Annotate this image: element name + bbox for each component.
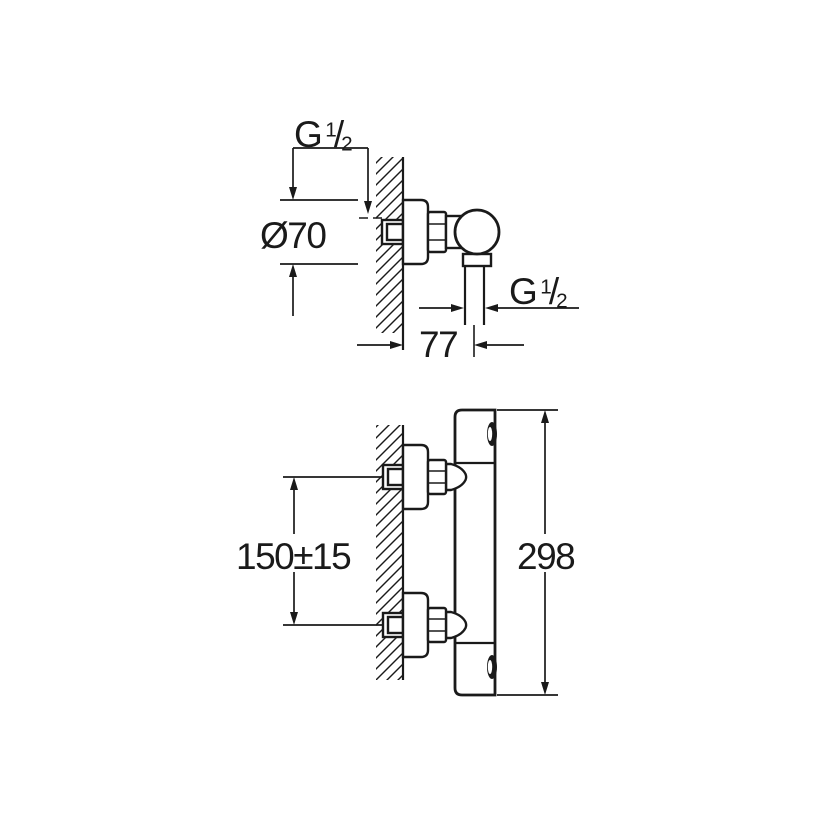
inlet-fitting-top — [381, 463, 405, 491]
dim-rosette-diameter — [280, 199, 358, 316]
thread-size-denominator: 2 — [341, 132, 353, 156]
union-cone-top — [444, 462, 468, 492]
outlet-pipe — [463, 266, 486, 325]
dim-inlet-spacing — [290, 477, 298, 625]
dim-label-body-height: 298 — [517, 536, 576, 577]
dim-label-inlet-spacing: 150±15 — [236, 536, 352, 577]
dim-label-rosette-diameter: Ø70 — [260, 215, 327, 256]
union-nut-top — [426, 458, 448, 496]
escutcheon — [401, 198, 430, 266]
thread-size-numerator: 1 — [540, 275, 552, 299]
thread-size-prefix: G — [509, 271, 538, 312]
escutcheon-top — [401, 443, 430, 511]
dim-inlet-spacing-extensions — [283, 476, 383, 626]
thermostat-body — [453, 408, 497, 697]
handle-edge-top — [487, 422, 497, 446]
handle-edge-bottom — [487, 655, 497, 679]
thread-size-denominator: 2 — [556, 289, 568, 313]
side-view-drawing — [280, 147, 579, 357]
dim-wall-to-outlet — [357, 341, 524, 349]
union-nut — [426, 210, 448, 254]
fraction-slash: / — [333, 114, 345, 155]
wall-hatch-lower — [376, 425, 403, 680]
inlet-fitting — [380, 218, 405, 246]
outlet-collar — [461, 252, 493, 268]
dim-body-height — [497, 409, 558, 696]
inlet-fitting-bottom — [381, 611, 405, 639]
dim-label-wall-to-outlet: 77 — [419, 324, 459, 365]
thread-size-numerator: 1 — [325, 118, 337, 142]
thread-size-prefix: G — [294, 114, 323, 155]
fraction-slash: / — [548, 271, 560, 312]
union-cone-bottom — [444, 610, 468, 640]
dim-outlet-thread — [419, 304, 579, 312]
escutcheon-bottom — [401, 591, 430, 659]
mounting-view-drawing — [283, 408, 558, 697]
dim-inlet-thread — [289, 147, 372, 214]
union-nut-bottom — [426, 606, 448, 644]
valve-body-circle — [453, 208, 501, 256]
